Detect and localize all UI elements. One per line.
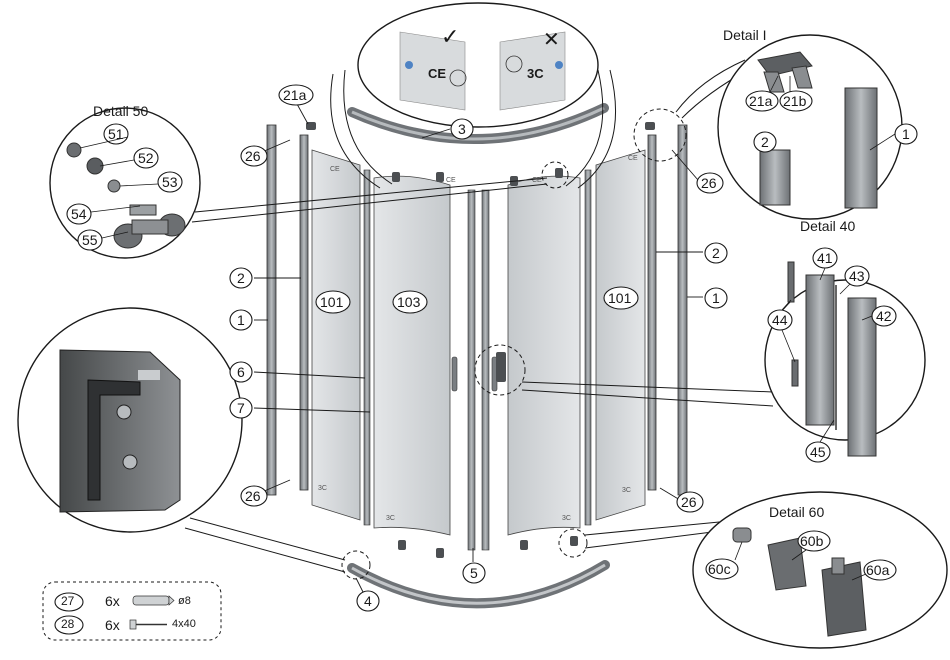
callout-42: 42 (876, 308, 892, 324)
callout-21a-top: 21a (283, 87, 307, 103)
callout-54: 54 (71, 206, 87, 222)
callout-1-right: 1 (712, 290, 720, 306)
profile-section-detail (17, 307, 243, 533)
wall-plug-icon (132, 595, 170, 606)
callout-4: 4 (364, 593, 372, 609)
hardware-parts (306, 122, 655, 558)
callout-26-bottom-right: 26 (681, 494, 697, 510)
callout-53: 53 (162, 174, 178, 190)
detail-60 (692, 491, 948, 649)
callout-55: 55 (82, 232, 98, 248)
wall-profile-left (266, 124, 277, 496)
callout-2-left: 2 (237, 270, 245, 286)
profile-right-6 (584, 169, 592, 526)
callout-26-top-right: 26 (701, 175, 717, 191)
profile-right-2 (647, 134, 657, 491)
legend-spec-27: ø8 (178, 595, 191, 607)
callout-43: 43 (849, 268, 865, 284)
callout-3: 3 (458, 121, 466, 137)
callout-2-right: 2 (712, 245, 720, 261)
legend-qty-27: 6x (105, 593, 120, 609)
callout-21a: 21a (749, 93, 773, 109)
callout-26-bottom-left: 26 (245, 488, 261, 504)
shower-enclosure: CE CE 3C 3C CE 3C 3C CE (184, 59, 774, 609)
callout-44: 44 (772, 312, 788, 328)
detail-I-title: Detail I (723, 27, 767, 43)
svg-text:CE: CE (446, 177, 456, 184)
screw-icon (129, 619, 167, 630)
svg-text:3C: 3C (562, 515, 571, 522)
detail-40 (764, 261, 926, 457)
detail-60-title: Detail 60 (769, 504, 825, 520)
detail-50-title: Detail 50 (93, 103, 149, 119)
detail-40-title: Detail 40 (800, 218, 856, 234)
callout-45: 45 (810, 444, 826, 460)
svg-text:CE: CE (532, 177, 542, 184)
profile-left-2 (299, 134, 309, 491)
callout-101-left: 101 (320, 294, 344, 310)
legend-spec-28: 4x40 (172, 618, 196, 630)
door-handle-left (451, 356, 458, 392)
label-check-detail (357, 2, 599, 128)
callout-28: 28 (61, 617, 75, 631)
svg-text:CE: CE (628, 155, 638, 162)
ce-mark-wrong: 3C (527, 66, 544, 81)
detail-connectors (184, 59, 774, 573)
panel-marks: CE CE 3C 3C CE 3C 3C CE (318, 155, 638, 522)
callout-103: 103 (397, 294, 421, 310)
callout-60b: 60b (800, 533, 824, 549)
wall-profile-right (677, 124, 688, 496)
callout-5: 5 (470, 565, 478, 581)
detail-I (717, 34, 903, 220)
callout-60a: 60a (866, 562, 890, 578)
ce-mark-ok: CE (428, 66, 447, 81)
profile-6 (363, 169, 371, 526)
callout-52: 52 (138, 150, 154, 166)
centre-profile-left (467, 189, 476, 551)
callout-60c: 60c (708, 561, 731, 577)
svg-text:3C: 3C (622, 487, 631, 494)
sliding-door-left (373, 175, 451, 536)
callout-7: 7 (237, 400, 245, 416)
leader-lines (253, 103, 703, 599)
centre-profile-right (481, 189, 490, 551)
callout-21b: 21b (783, 93, 807, 109)
fixed-panel-right (595, 149, 646, 521)
callout-41: 41 (817, 250, 833, 266)
svg-text:3C: 3C (318, 485, 327, 492)
callout-1-left: 1 (237, 312, 245, 328)
callout-2-detail: 2 (761, 134, 769, 150)
svg-text:3C: 3C (386, 515, 395, 522)
cross-mark: ✕ (543, 29, 560, 51)
check-mark: ✓ (441, 24, 460, 49)
callout-26-top-left: 26 (245, 148, 261, 164)
legend-qty-28: 6x (105, 617, 120, 633)
callout-101-right: 101 (608, 290, 632, 306)
callout-1-detail: 1 (902, 126, 910, 142)
fixed-panel-left (311, 149, 361, 521)
callout-ellipses (54, 84, 918, 635)
callout-51: 51 (108, 126, 124, 142)
legend-box (42, 581, 222, 641)
callout-27: 27 (61, 594, 75, 608)
sliding-door-right (507, 175, 581, 536)
callout-6: 6 (237, 364, 245, 380)
svg-text:CE: CE (330, 166, 340, 173)
